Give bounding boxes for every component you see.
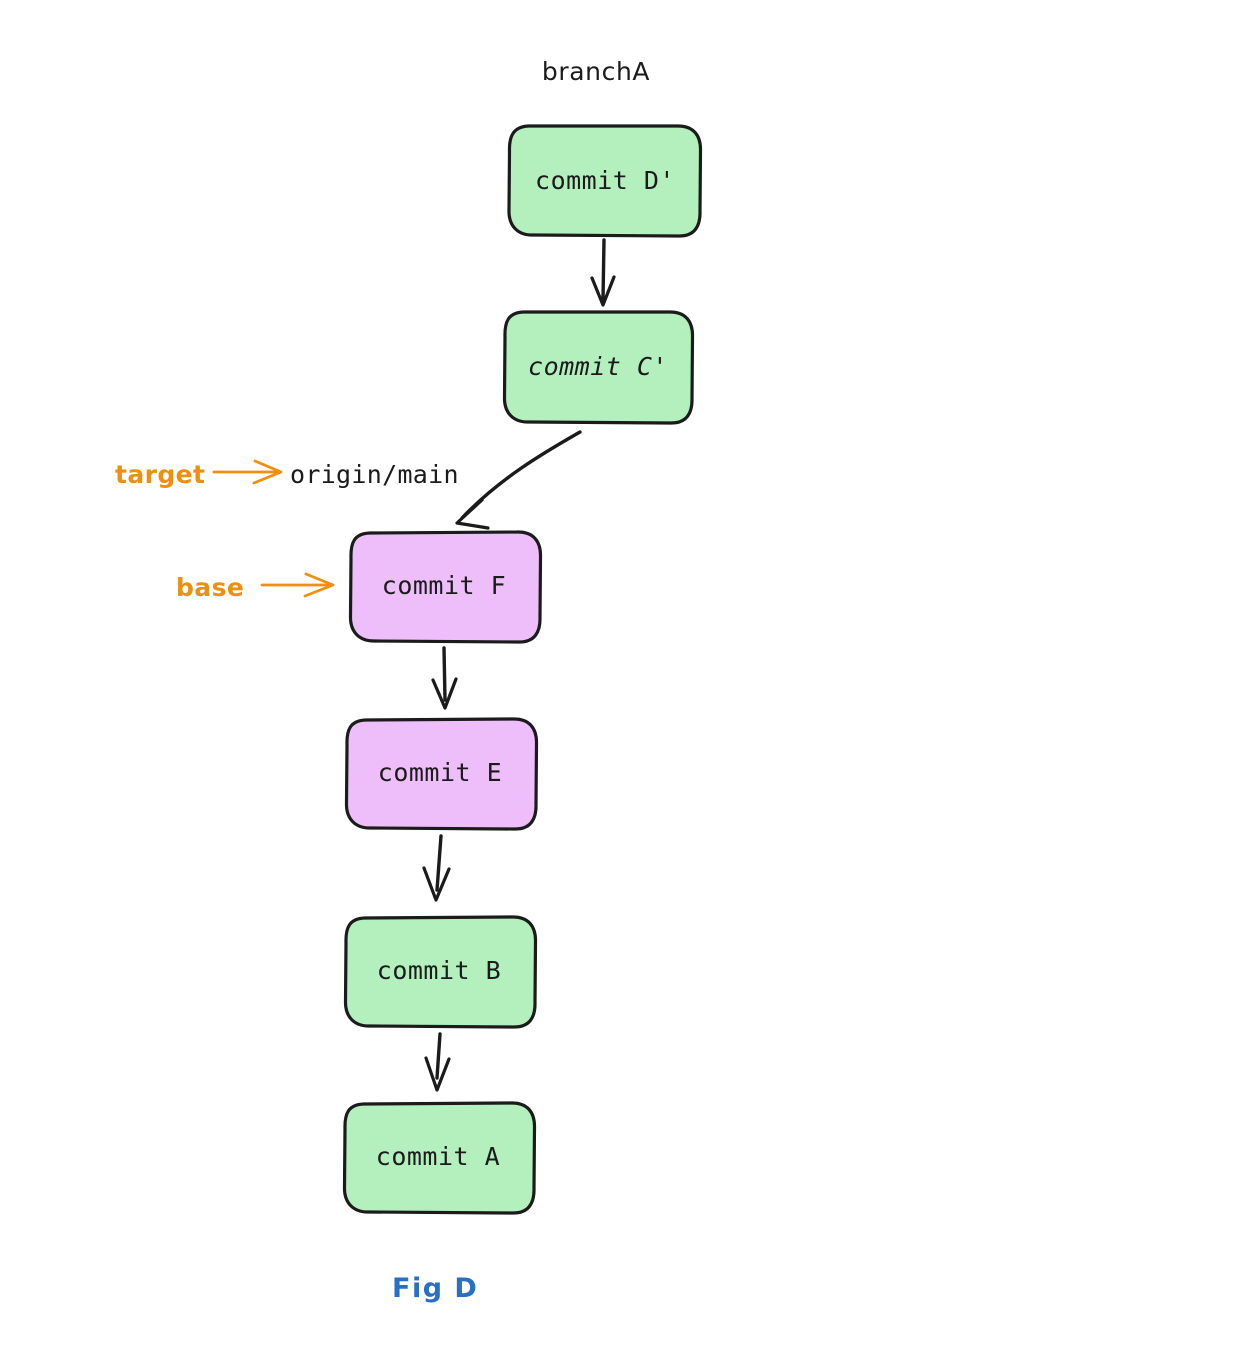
node-label-commit-b: commit B	[377, 956, 501, 985]
edge-d-prime-to-c-prime	[590, 238, 616, 307]
branch-label-brancha: branchA	[542, 57, 650, 86]
node-commit-f[interactable]: commit F	[348, 530, 543, 644]
annotation-label-base: base	[176, 573, 244, 602]
node-commit-e[interactable]: commit E	[344, 717, 539, 831]
edge-e-to-b	[422, 834, 451, 902]
node-commit-a[interactable]: commit A	[342, 1101, 537, 1215]
annotation-label-target: target	[115, 460, 205, 489]
annotation-base: base	[176, 572, 335, 602]
figure-caption: Fig D	[392, 1273, 478, 1304]
edge-b-to-a	[424, 1032, 451, 1092]
edge-c-prime-to-f	[455, 430, 582, 530]
node-label-commit-e: commit E	[378, 758, 502, 787]
node-commit-d-prime[interactable]: commit D'	[507, 124, 703, 238]
node-label-commit-a: commit A	[376, 1142, 500, 1171]
node-label-commit-d-prime: commit D'	[535, 166, 675, 195]
node-label-commit-c-prime: commit C'	[528, 352, 668, 381]
annotation-target: target	[115, 459, 283, 489]
ref-label-origin-main: origin/main	[290, 460, 459, 489]
node-commit-b[interactable]: commit B	[343, 915, 538, 1029]
node-label-commit-f: commit F	[382, 571, 506, 600]
node-commit-c-prime[interactable]: commit C'	[502, 310, 695, 425]
edge-f-to-e	[431, 646, 458, 710]
